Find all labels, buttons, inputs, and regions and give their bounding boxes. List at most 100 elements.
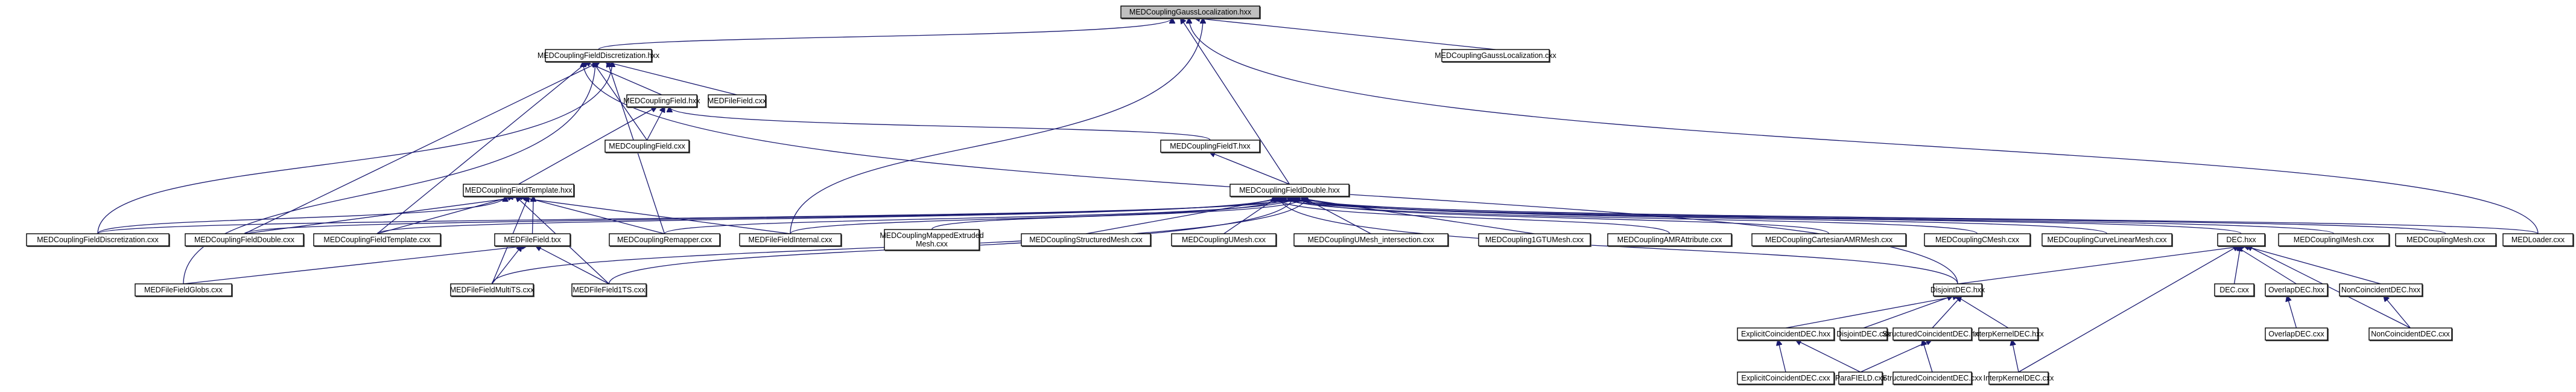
graph-node-umeshinter-cxx[interactable]: MEDCouplingUMesh_intersection.cxx [1293, 233, 1449, 247]
node-box[interactable] [185, 233, 304, 246]
edge-fdisc_cxx-to-ftemplate_hxx [97, 196, 506, 234]
node-box[interactable] [1838, 371, 1883, 385]
graph-node-fdouble-cxx[interactable]: MEDCouplingFieldDouble.cxx [185, 233, 305, 247]
graph-node-dec-cxx[interactable]: DEC.cxx [2214, 283, 2255, 297]
graph-node-structcoinc-cxx[interactable]: StructuredCoincidentDEC.cxx [1882, 371, 1982, 385]
node-box[interactable] [739, 233, 842, 246]
graph-node-filefield-txx[interactable]: MEDFileField.txx [494, 233, 571, 247]
graph-node-cmesh-cxx[interactable]: MEDCouplingCMesh.cxx [1924, 233, 2031, 247]
node-box[interactable] [1978, 327, 2038, 341]
edge-ftemplate_cxx-to-fdouble_hxx [376, 196, 1276, 234]
node-box[interactable] [1924, 233, 2031, 246]
node-box[interactable] [1839, 327, 1888, 341]
graph-node-noncoinc-cxx[interactable]: NonCoincidentDEC.cxx [2368, 327, 2453, 341]
node-box[interactable] [2214, 283, 2254, 297]
graph-node-overlap-hxx[interactable]: OverlapDEC.hxx [2265, 283, 2329, 297]
node-box[interactable] [571, 283, 647, 297]
edge-fdisc_cxx-to-fdisc_hxx [97, 62, 612, 234]
graph-node-parafield-cxx[interactable]: ParaFIELD.cxx [1835, 371, 1886, 385]
graph-node-filefieldinternal-cxx[interactable]: MEDFileFieldInternal.cxx [739, 233, 842, 247]
graph-node-fdouble-hxx[interactable]: MEDCouplingFieldDouble.hxx [1229, 184, 1350, 198]
node-box[interactable] [135, 283, 232, 297]
node-box[interactable] [313, 233, 441, 246]
graph-node-structcoinc-hxx[interactable]: StructuredCoincidentDEC.hxx [1882, 327, 1983, 341]
graph-node-imesh-cxx[interactable]: MEDCouplingIMesh.cxx [2278, 233, 2390, 247]
node-box[interactable] [1120, 5, 1260, 19]
node-box[interactable] [1478, 233, 1591, 246]
graph-node-explicit-hxx[interactable]: ExplicitCoincidentDEC.hxx [1737, 327, 1835, 341]
node-box[interactable] [545, 49, 652, 62]
graph-node-ftemplate-hxx[interactable]: MEDCouplingFieldTemplate.hxx [463, 184, 575, 198]
node-box[interactable] [2339, 283, 2423, 297]
graph-node-disjoint-hxx[interactable]: DisjointDEC.hxx [1930, 283, 1985, 297]
graph-node-amrattr-cxx[interactable]: MEDCouplingAMRAttribute.cxx [1607, 233, 1733, 247]
node-box[interactable] [1892, 371, 1972, 385]
node-label: NonCoincidentDEC.hxx [2341, 286, 2421, 294]
graph-node-mesh-cxx[interactable]: MEDCouplingMesh.cxx [2395, 233, 2497, 247]
graph-node-loader-cxx[interactable]: MEDLoader.cxx [2502, 233, 2574, 247]
graph-node-filefield-cxx[interactable]: MEDFileField.cxx [708, 94, 767, 108]
node-label: DisjointDEC.hxx [1930, 286, 1985, 294]
node-box[interactable] [1892, 327, 1972, 341]
node-label: MEDCouplingFieldDouble.hxx [1239, 186, 1340, 194]
node-box[interactable] [494, 233, 571, 246]
node-box[interactable] [604, 140, 690, 153]
graph-node-field1ts-cxx[interactable]: MEDFileField1TS.cxx [571, 283, 647, 297]
graph-node-gtumesh-cxx[interactable]: MEDCoupling1GTUMesh.cxx [1478, 233, 1591, 247]
node-box[interactable] [1751, 233, 1906, 246]
graph-node-ftemplate-cxx[interactable]: MEDCouplingFieldTemplate.cxx [313, 233, 442, 247]
node-box[interactable] [2502, 233, 2574, 246]
graph-node-structmesh-cxx[interactable]: MEDCouplingStructuredMesh.cxx [1021, 233, 1152, 247]
node-box[interactable] [2395, 233, 2496, 246]
node-box[interactable] [1160, 140, 1260, 153]
node-box[interactable] [2217, 233, 2265, 246]
node-box[interactable] [1607, 233, 1732, 246]
edge-structmesh_cxx-to-fdouble_hxx [1085, 196, 1292, 234]
node-label: MEDCouplingUMesh.cxx [1182, 236, 1266, 244]
graph-node-overlap-cxx[interactable]: OverlapDEC.cxx [2265, 327, 2329, 341]
graph-node-gauss-cxx[interactable]: MEDCouplingGaussLocalization.cxx [1435, 49, 1556, 63]
node-box[interactable] [2041, 233, 2172, 246]
edge-filefield_txx-to-ftemplate_hxx [533, 196, 534, 234]
node-box[interactable] [1021, 233, 1151, 246]
node-box[interactable] [1737, 327, 1835, 341]
graph-node-fdisc-cxx[interactable]: MEDCouplingFieldDiscretization.cxx [26, 233, 170, 247]
graph-node-disjoint-cxx[interactable]: DisjointDEC.cxx [1836, 327, 1891, 341]
node-box[interactable] [1171, 233, 1277, 246]
node-box[interactable] [1293, 233, 1448, 246]
graph-node-umesh-cxx[interactable]: MEDCouplingUMesh.cxx [1171, 233, 1277, 247]
graph-node-multits-cxx[interactable]: MEDFileFieldMultiTS.cxx [450, 283, 535, 297]
node-box[interactable] [884, 229, 980, 251]
graph-node-noncoinc-hxx[interactable]: NonCoincidentDEC.hxx [2339, 283, 2423, 297]
node-box[interactable] [2368, 327, 2452, 341]
node-box[interactable] [26, 233, 170, 246]
graph-node-dec-hxx[interactable]: DEC.hxx [2217, 233, 2266, 247]
node-box[interactable] [609, 233, 720, 246]
graph-node-field-hxx[interactable]: MEDCouplingField.hxx [623, 94, 700, 108]
graph-node-interp-cxx[interactable]: InterpKernelDEC.cxx [1984, 371, 2054, 385]
node-box[interactable] [2265, 327, 2328, 341]
node-box[interactable] [1988, 371, 2049, 385]
node-box[interactable] [626, 94, 697, 108]
graph-node-gauss-hxx[interactable]: MEDCouplingGaussLocalization.hxx [1120, 5, 1261, 19]
node-box[interactable] [1441, 49, 1550, 62]
node-box[interactable] [2265, 283, 2328, 297]
node-box[interactable] [463, 184, 574, 197]
node-box[interactable] [1933, 283, 1982, 297]
graph-node-fdisc-hxx[interactable]: MEDCouplingFieldDiscretization.hxx [538, 49, 660, 63]
node-box[interactable] [708, 94, 766, 108]
node-box[interactable] [2278, 233, 2390, 246]
node-box[interactable] [450, 283, 534, 297]
node-box[interactable] [1229, 184, 1350, 197]
graph-node-curvelin-cxx[interactable]: MEDCouplingCurveLinearMesh.cxx [2041, 233, 2173, 247]
graph-node-fieldt-hxx[interactable]: MEDCouplingFieldT.hxx [1160, 140, 1261, 153]
graph-node-globs-cxx[interactable]: MEDFileFieldGlobs.cxx [135, 283, 233, 297]
graph-node-field-cxx[interactable]: MEDCouplingField.cxx [604, 140, 690, 153]
node-label: OverlapDEC.hxx [2268, 286, 2325, 294]
graph-node-remapper-cxx[interactable]: MEDCouplingRemapper.cxx [609, 233, 721, 247]
graph-node-interp-hxx[interactable]: InterpKernelDEC.hxx [1973, 327, 2044, 341]
graph-node-explicit-cxx[interactable]: ExplicitCoincidentDEC.cxx [1737, 371, 1835, 385]
node-box[interactable] [1737, 371, 1835, 385]
graph-node-cartamr-cxx[interactable]: MEDCouplingCartesianAMRMesh.cxx [1751, 233, 1907, 247]
